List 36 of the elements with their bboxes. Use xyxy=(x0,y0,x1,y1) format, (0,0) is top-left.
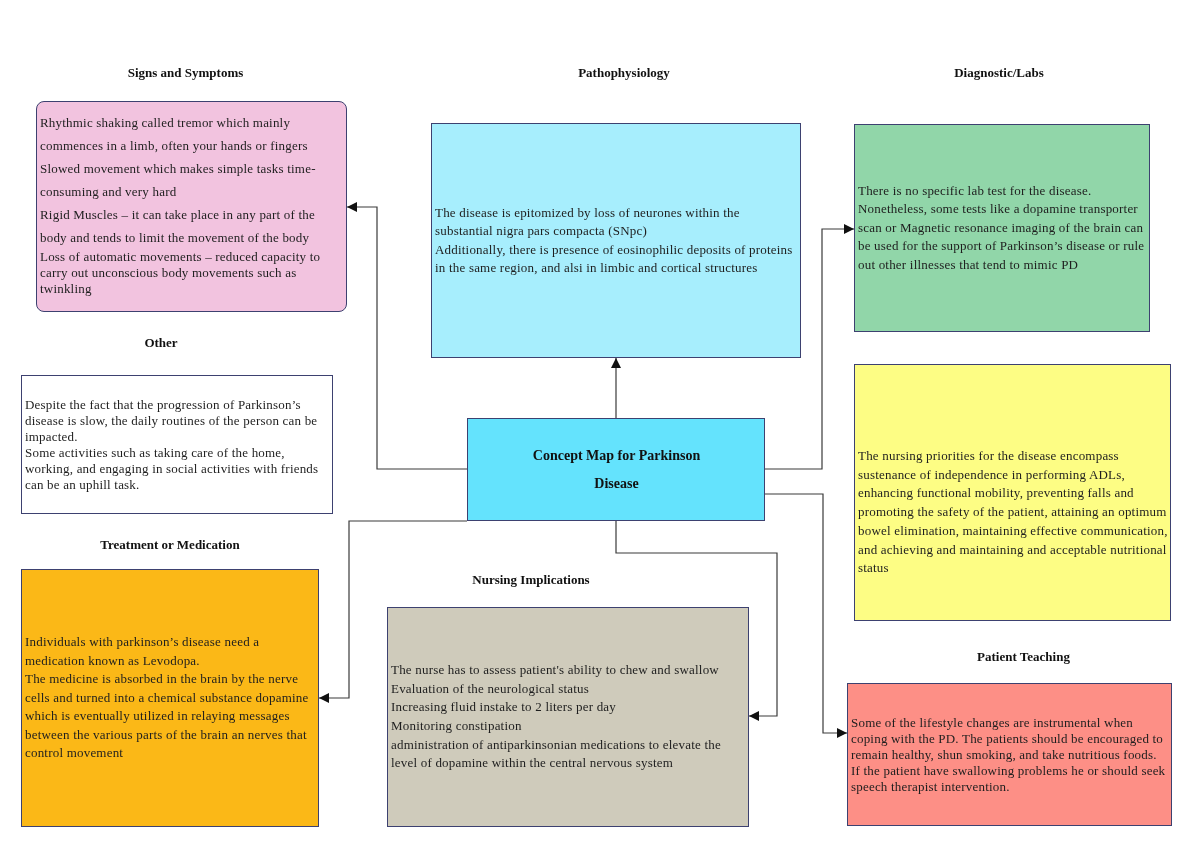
body-text: Individuals with parkinson’s disease need a medication known as Levodopa. xyxy=(25,633,261,670)
body-text: Increasing fluid instake to 2 liters per day xyxy=(391,698,617,717)
body-text: The nursing priorities for the disease encompass sustenance of independence in performing ADLs, enhancing functional mobility, preventing falls and promoting the safety of the patient, attaining an optimum bowel elimination, maintaining effective communication, and achieving and maintaining and acceptable nutritional status xyxy=(858,447,1168,578)
connector-arrow xyxy=(611,357,621,419)
body-text: Rhythmic shaking called tremor which mainly commences in a limb, often your hands or fingers xyxy=(40,114,309,155)
body-text: Rigid Muscles – it can take place in any part of the body and tends to limit the movement of the body xyxy=(40,206,316,247)
section-heading: Signs and Symptoms xyxy=(127,65,244,81)
body-text: Despite the fact that the progression of Parkinson’s disease is slow, the daily routines of the person can be impacted. xyxy=(25,396,319,445)
connector-arrow xyxy=(764,224,855,470)
section-heading: Patient Teaching xyxy=(977,649,1070,665)
section-heading: Other xyxy=(144,335,178,351)
topic-title: Concept Map for Parkinson Disease xyxy=(531,446,702,493)
body-text: The disease is epitomized by loss of neurones within the substantial nigra pars compacta (SNpc) xyxy=(435,203,741,240)
body-text: Nonetheless, some tests like a dopamine transporter scan or Magnetic resonance imaging of the brain can be used for the support of Parkinson’s disease or rule out other illnesses that tend to mimic PD xyxy=(858,200,1146,274)
body-text: The nurse has to assess patient's ability to chew and swallow xyxy=(391,660,719,679)
connector-arrow xyxy=(615,520,778,721)
central-topic-box xyxy=(467,418,765,521)
body-text: administration of antiparkinsonian medications to elevate the level of dopamine within the central nervous system xyxy=(391,735,722,773)
connector-arrow xyxy=(346,202,468,470)
section-heading: Pathophysiology xyxy=(578,65,670,81)
connector-arrow xyxy=(764,493,848,738)
body-text: Some activities such as taking care of the home, working, and engaging in social activities with friends can be an uphill task. xyxy=(25,444,320,493)
body-text: Slowed movement which makes simple tasks time-consuming and very hard xyxy=(40,160,317,201)
section-heading: Diagnostic/Labs xyxy=(954,65,1044,81)
body-text: Loss of automatic movements – reduced capacity to carry out unconscious body movements such as twinkling xyxy=(40,249,322,297)
body-text: There is no specific lab test for the disease. xyxy=(858,181,1092,200)
body-text: Some of the lifestyle changes are instrumental when coping with the PD. The patients should be encouraged to remain healthy, shun smoking, and take nutritious foods. xyxy=(851,714,1165,763)
connector-arrow xyxy=(318,520,468,703)
body-text: Monitoring constipation xyxy=(391,717,522,735)
section-heading: Treatment or Medication xyxy=(100,537,240,553)
body-text: Evaluation of the neurological status xyxy=(391,679,589,698)
body-text: Additionally, there is presence of eosinophilic deposits of proteins in the same region, and alsi in limbic and cortical structures xyxy=(435,240,794,277)
concept-box xyxy=(854,364,1171,621)
body-text: If the patient have swallowing problems he or should seek speech therapist intervention. xyxy=(851,762,1167,795)
section-heading: Nursing Implications xyxy=(472,572,590,588)
body-text: The medicine is absorbed in the brain by the nerve cells and turned into a chemical substance dopamine which is eventually utilized in relaying messages between the various parts of the brain an nerves that control movement xyxy=(25,670,310,763)
